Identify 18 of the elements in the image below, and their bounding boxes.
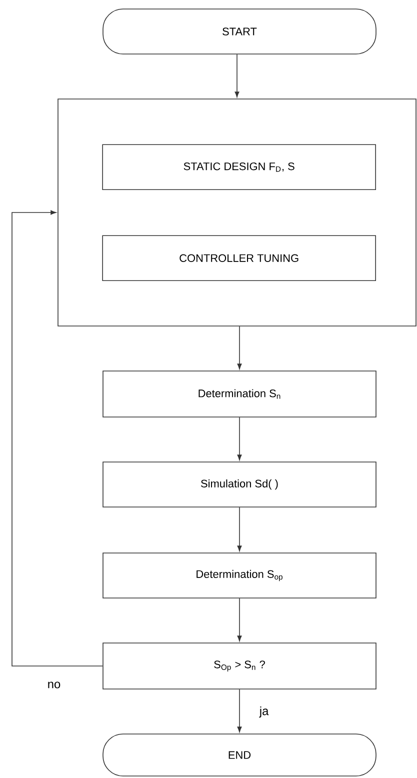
arrow (12, 210, 103, 666)
process-box: STATIC DESIGN F$_{D}$, S (102, 144, 376, 190)
process-box: Determination S$_{n}$ (102, 370, 376, 418)
arrow (237, 689, 242, 732)
process-box: Simulation Sd( ) (102, 462, 376, 508)
edge-label: no (46, 680, 62, 690)
process-box: CONTROLLER TUNING (102, 235, 376, 281)
process-box: S$_{Op}$ > S$_{n}$ ? (102, 642, 376, 690)
group-box (58, 98, 416, 326)
arrow (237, 507, 242, 552)
process-box: Determination S$_{op}$ (102, 552, 376, 598)
arrow (234, 54, 240, 98)
arrow (237, 598, 242, 642)
edge-label: ja (258, 705, 270, 719)
terminal-box: START (102, 8, 376, 54)
arrow (237, 326, 242, 370)
arrow (237, 417, 242, 460)
terminal-box: END (102, 734, 376, 776)
